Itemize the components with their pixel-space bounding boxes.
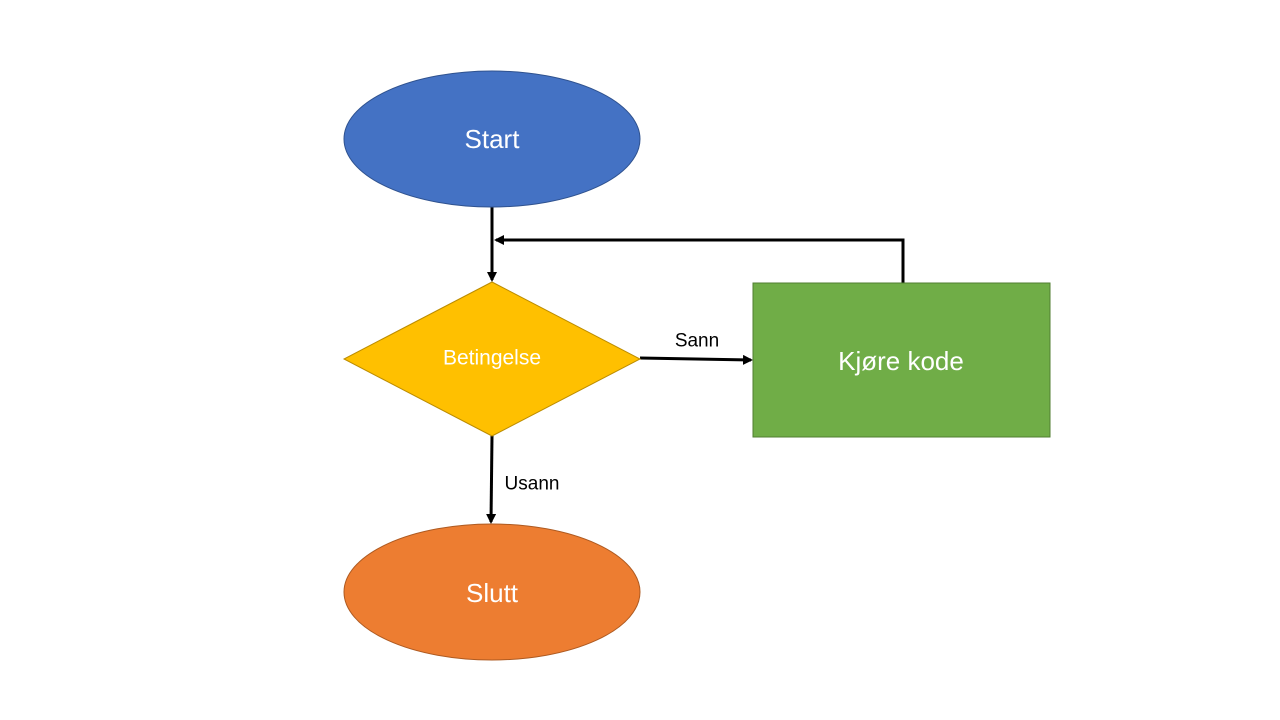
start-ellipse xyxy=(343,70,641,208)
process-label: Kjøre kode xyxy=(838,346,964,376)
true-edge-label: Sann xyxy=(675,331,719,352)
start-label: Start xyxy=(465,124,521,154)
process-node[interactable]: Kjøre kode xyxy=(752,282,1051,438)
edge-condition-to-end xyxy=(486,435,497,524)
edge-condition-to-process xyxy=(639,354,753,365)
end-node[interactable]: Slutt xyxy=(343,523,641,661)
condition-label: Betingelse xyxy=(443,347,541,370)
edge-process-loop-back xyxy=(494,235,905,283)
process-rectangle xyxy=(752,282,1051,438)
condition-diamond xyxy=(342,281,642,437)
end-label: Slutt xyxy=(466,578,519,608)
false-edge-label: Usann xyxy=(505,474,560,495)
end-ellipse xyxy=(343,523,641,661)
start-node[interactable]: Start xyxy=(343,70,641,208)
condition-node[interactable]: Betingelse xyxy=(342,281,642,437)
